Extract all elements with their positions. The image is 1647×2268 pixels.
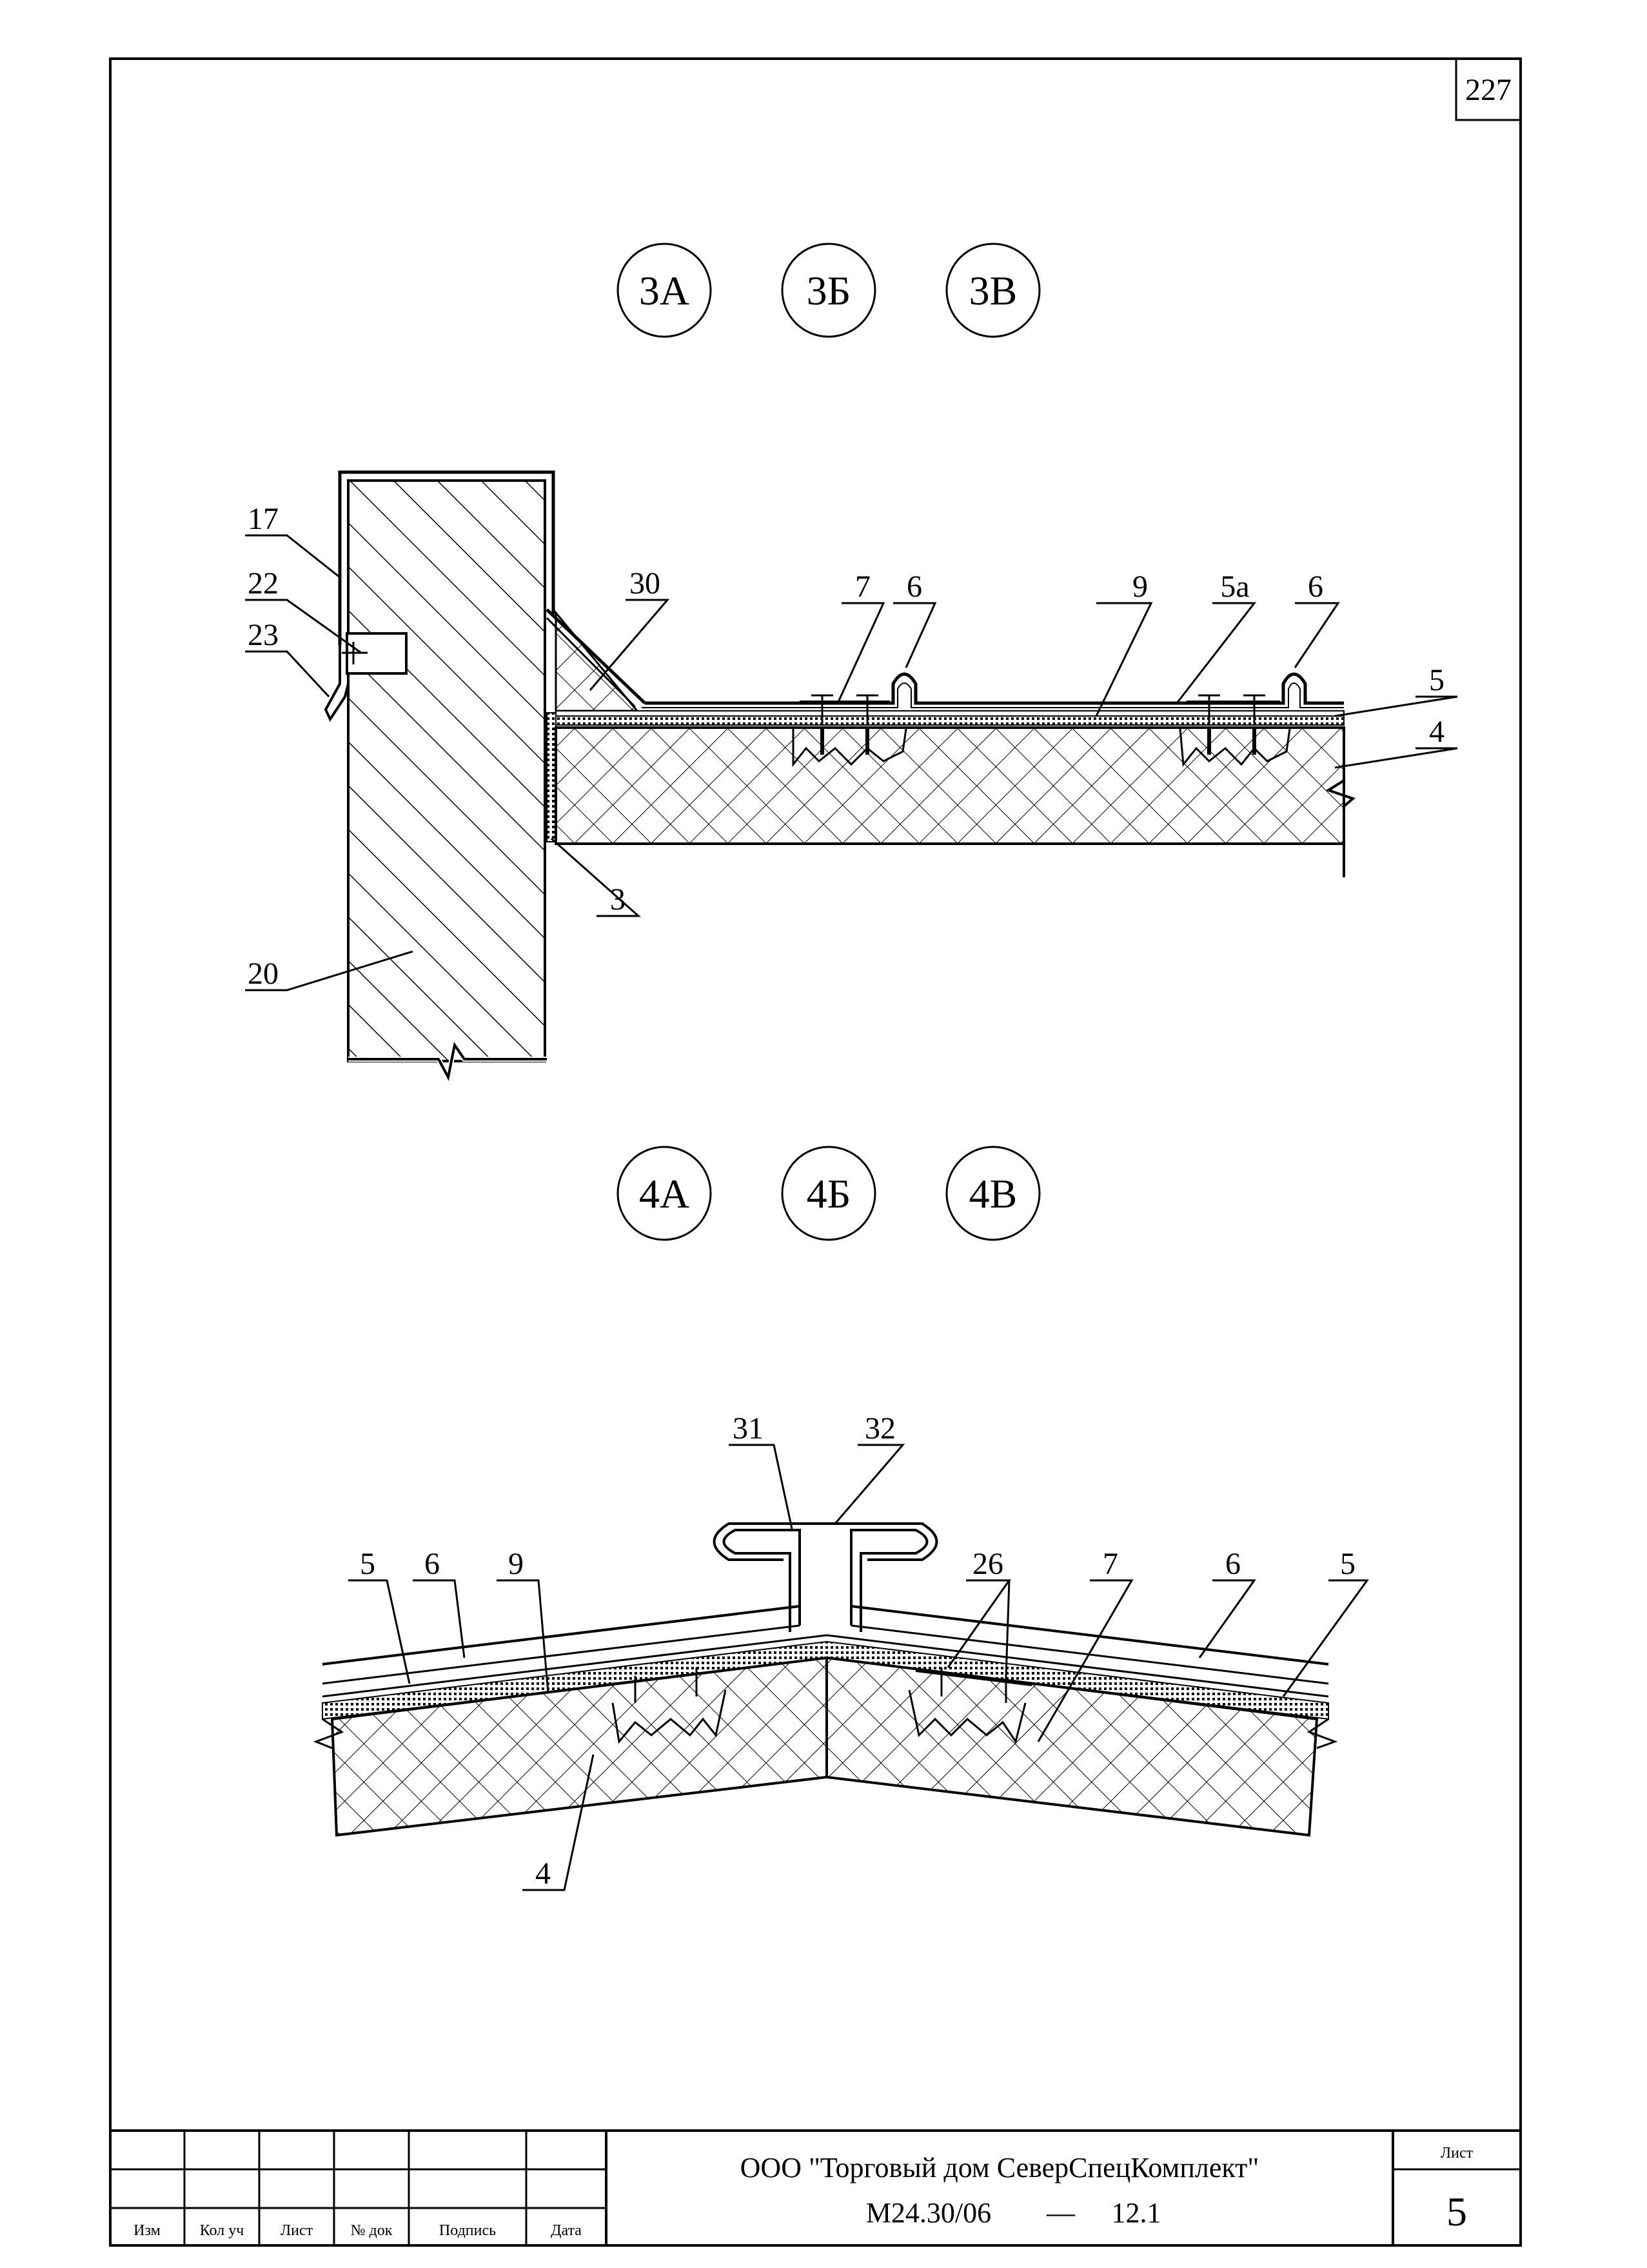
label-5-left: 5 bbox=[360, 1547, 375, 1581]
fastener-group-right bbox=[1179, 694, 1291, 767]
insulation bbox=[555, 726, 1345, 845]
document-code-sheet: 12.1 bbox=[1112, 2197, 1161, 2229]
label-22: 22 bbox=[248, 566, 279, 601]
label-31: 31 bbox=[733, 1411, 764, 1446]
detail-3-badges: 3А 3Б 3В bbox=[616, 243, 1041, 338]
detail-4-section: 31 32 5 6 9 26 7 6 5 4 bbox=[313, 1411, 1369, 1891]
label-6-left: 6 bbox=[424, 1547, 440, 1581]
membrane-layer bbox=[555, 715, 1345, 726]
badge-3a: 3А bbox=[616, 243, 712, 338]
label-23: 23 bbox=[248, 618, 279, 652]
title-block-columns: Изм Кол уч Лист № док Подпись Дата bbox=[133, 2222, 582, 2239]
label-5: 5 bbox=[1429, 663, 1445, 697]
detail-4-badges: 4А 4Б 4В bbox=[616, 1146, 1041, 1241]
label-17: 17 bbox=[248, 502, 279, 536]
col-podpis: Подпись bbox=[439, 2222, 496, 2239]
svg-text:4В: 4В bbox=[969, 1171, 1018, 1217]
label-32: 32 bbox=[865, 1411, 896, 1446]
document-code: М24.30/06 — 12.1 bbox=[866, 2197, 1161, 2229]
detail-3-labels: 17 22 23 20 30 3 7 6 9 5а 6 5 4 bbox=[248, 502, 1445, 991]
col-izm: Изм bbox=[133, 2222, 161, 2239]
sheet-number: 227 bbox=[1465, 73, 1512, 107]
detail-4-labels: 31 32 5 6 9 26 7 6 5 4 bbox=[360, 1411, 1356, 1891]
badge-4a: 4А bbox=[616, 1146, 712, 1241]
label-4: 4 bbox=[1429, 715, 1445, 749]
sheet-label: Лист bbox=[1441, 2145, 1474, 2162]
label-7: 7 bbox=[1103, 1547, 1118, 1581]
badge-3v: 3В bbox=[945, 243, 1041, 338]
svg-text:3А: 3А bbox=[639, 268, 689, 313]
ridge-seam bbox=[713, 1522, 938, 1632]
label-7: 7 bbox=[855, 570, 871, 604]
col-data: Дата bbox=[551, 2222, 582, 2239]
label-30: 30 bbox=[629, 566, 660, 601]
drawing-frame bbox=[109, 57, 1522, 2247]
sheet-number-box: 227 bbox=[1455, 57, 1522, 121]
label-3: 3 bbox=[610, 882, 626, 917]
wall-hatched bbox=[347, 479, 546, 1062]
fastener-group-left bbox=[792, 694, 907, 768]
svg-text:4А: 4А bbox=[639, 1171, 689, 1217]
col-list: Лист bbox=[281, 2222, 313, 2239]
label-6-right: 6 bbox=[1308, 570, 1323, 604]
detail-3-section: 17 22 23 20 30 3 7 6 9 5а 6 5 4 bbox=[245, 470, 1458, 1085]
svg-text:3В: 3В bbox=[969, 268, 1018, 313]
label-6-left: 6 bbox=[907, 570, 922, 604]
detail-3-leaders bbox=[245, 534, 1458, 991]
detail-4-leaders bbox=[348, 1444, 1369, 1891]
label-5a: 5а bbox=[1220, 570, 1249, 604]
svg-text:4Б: 4Б bbox=[807, 1171, 851, 1217]
document-code-number: М24.30/06 bbox=[866, 2197, 991, 2229]
apron-flashing bbox=[338, 470, 555, 645]
col-no-dok: № док bbox=[351, 2222, 393, 2239]
gap-strip bbox=[546, 712, 557, 842]
sheet-value: 5 bbox=[1446, 2189, 1467, 2234]
fastener-group-4-right bbox=[908, 1667, 1032, 1744]
fastener-group-4-left bbox=[606, 1667, 727, 1744]
col-kol-uch: Кол уч bbox=[200, 2222, 244, 2239]
label-20: 20 bbox=[248, 957, 279, 991]
label-4: 4 bbox=[535, 1856, 551, 1891]
roof-covering bbox=[645, 672, 1344, 705]
title-block bbox=[110, 2129, 1521, 2245]
label-26: 26 bbox=[972, 1547, 1003, 1581]
badge-4b: 4Б bbox=[781, 1146, 876, 1241]
document-code-dash: — bbox=[1046, 2197, 1076, 2229]
label-6-right: 6 bbox=[1225, 1547, 1241, 1581]
label-9: 9 bbox=[508, 1547, 524, 1581]
badge-3b: 3Б bbox=[781, 243, 876, 338]
svg-text:3Б: 3Б bbox=[807, 268, 851, 313]
label-9: 9 bbox=[1132, 570, 1148, 604]
organization-name: ООО "Торговый дом СеверСпецКомплект" bbox=[740, 2152, 1259, 2183]
label-5-right: 5 bbox=[1340, 1547, 1356, 1581]
badge-4v: 4В bbox=[945, 1146, 1041, 1241]
